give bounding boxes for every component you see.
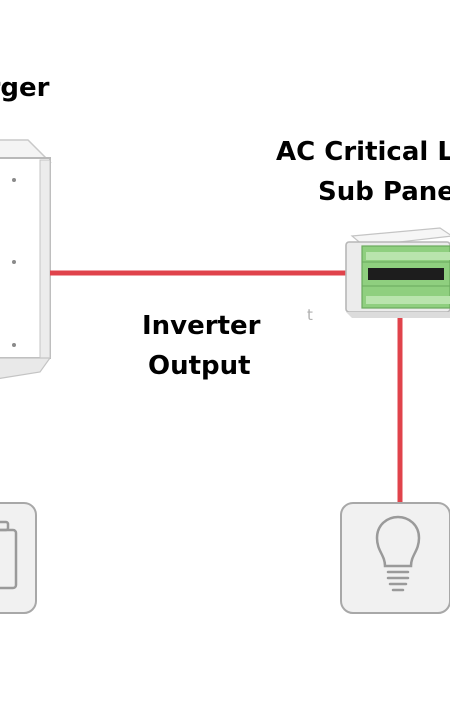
- stray-text-mark: t: [307, 306, 313, 324]
- inverter-output-label-line-2: Output: [148, 351, 251, 381]
- light-bulb-icon: [375, 515, 421, 592]
- inverter-cabinet: [0, 139, 52, 380]
- inverter-charger-label: arger: [0, 73, 50, 103]
- inverter-output-label-line-1: Inverter: [142, 311, 261, 341]
- battery-tile: [0, 502, 37, 614]
- sub-panel-label-line-2: Sub Pane: [318, 177, 450, 207]
- battery-icon: [0, 520, 18, 590]
- sub-panel-label-line-1: AC Critical Lo: [276, 137, 450, 167]
- light-bulb-tile: [340, 502, 450, 614]
- sub-panel: [345, 227, 450, 318]
